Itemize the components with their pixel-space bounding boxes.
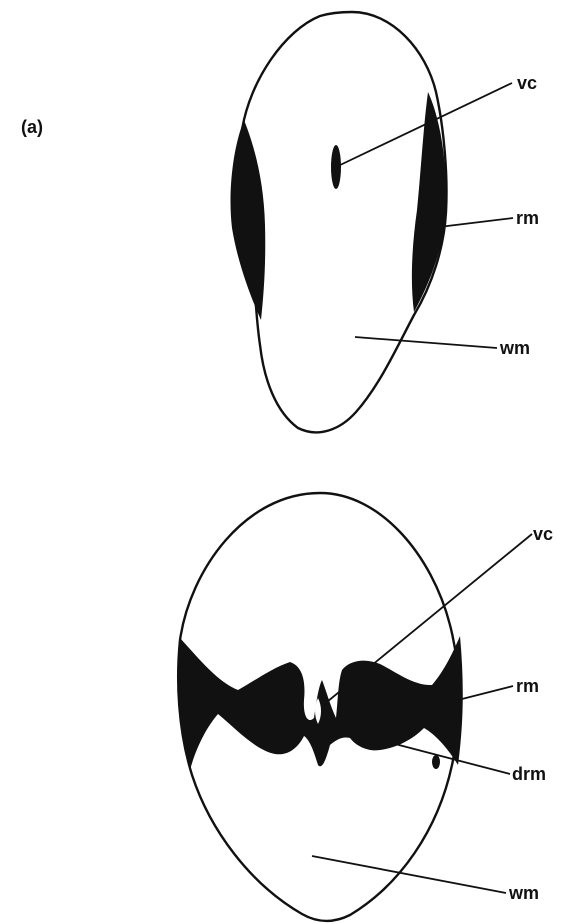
panel-a-vc-label: vc — [517, 73, 537, 93]
panel-a: (a) vc rm wm — [21, 12, 539, 432]
panel-a-rm-leader — [439, 218, 513, 227]
panel-a-wm-label: wm — [499, 338, 530, 358]
panel-b-rm-leader — [458, 686, 513, 700]
panel-b-vc-label: vc — [533, 524, 553, 544]
panel-a-rm-label: rm — [516, 208, 539, 228]
panel-b: vc rm drm wm — [178, 493, 553, 921]
panel-b-small-spot — [432, 755, 440, 769]
panel-b-rm-label: rm — [516, 676, 539, 696]
panel-a-label: (a) — [21, 117, 43, 137]
panel-b-drm-label: drm — [512, 764, 546, 784]
panel-b-wm-label: wm — [508, 883, 539, 903]
